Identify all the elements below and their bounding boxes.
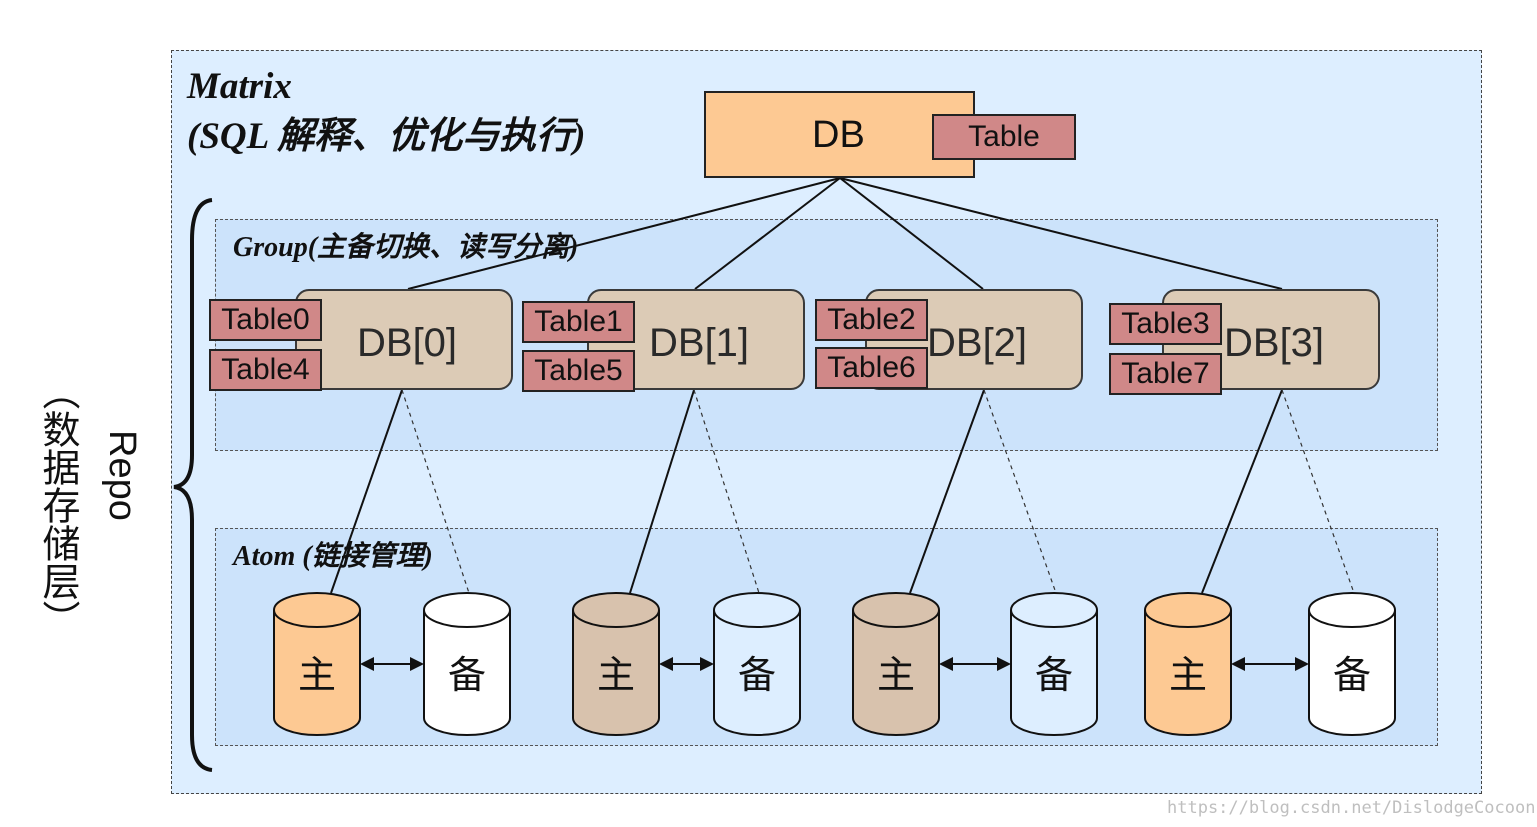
connector-primary-2 (909, 389, 985, 594)
standby-db-cylinder-1: 备 (713, 592, 801, 736)
connector-top-1 (694, 177, 841, 290)
repo-brace (173, 198, 213, 772)
primary-db-cylinder-0-label: 主 (298, 653, 336, 697)
primary-db-cylinder-3: 主 (1144, 592, 1232, 736)
primary-db-cylinder-0: 主 (273, 592, 361, 736)
table-tag: Table1 (522, 301, 635, 343)
standby-db-cylinder-0: 备 (423, 592, 511, 736)
connector-top-0 (407, 177, 841, 290)
table-tag: Table4 (209, 349, 322, 391)
standby-db-cylinder-1-label: 备 (738, 653, 776, 697)
db-group-label: DB[0] (357, 321, 458, 365)
atom-title: Atom (链接管理) (233, 541, 433, 572)
connector-standby-2 (983, 389, 1057, 594)
standby-db-cylinder-2: 备 (1010, 592, 1098, 736)
connector-standby-1 (693, 389, 760, 594)
top-db-box: DB (704, 91, 975, 178)
matrix-title: Matrix (187, 66, 292, 107)
standby-db-cylinder-3: 备 (1308, 592, 1396, 736)
db-group-label: DB[1] (649, 321, 750, 365)
table-tag: Table3 (1109, 303, 1222, 345)
replication-arrow-2 (939, 657, 1011, 671)
primary-db-cylinder-1: 主 (572, 592, 660, 736)
table-tag: Table2 (815, 299, 928, 341)
standby-db-cylinder-2-label: 备 (1035, 653, 1073, 697)
data-layer-label: （数据存储层） (36, 372, 80, 638)
connector-top-3 (839, 177, 1283, 290)
table-tag: Table6 (815, 347, 928, 389)
replication-arrow-3 (1231, 657, 1309, 671)
top-table-tag: Table (932, 114, 1076, 160)
table-tag: Table7 (1109, 353, 1222, 395)
replication-arrow-0 (360, 657, 424, 671)
replication-arrow-1 (659, 657, 714, 671)
connector-primary-3 (1201, 389, 1283, 594)
matrix-subtitle: (SQL 解释、优化与执行) (187, 116, 586, 157)
table-tag: Table0 (209, 299, 322, 341)
connector-primary-0 (330, 389, 403, 594)
connector-standby-3 (1281, 389, 1355, 594)
primary-db-cylinder-1-label: 主 (597, 653, 635, 697)
connector-standby-0 (401, 389, 470, 594)
primary-db-cylinder-2: 主 (852, 592, 940, 736)
top-db-label: DB (812, 114, 865, 156)
standby-db-cylinder-3-label: 备 (1333, 653, 1371, 697)
db-group-label: DB[3] (1224, 321, 1325, 365)
connector-primary-1 (629, 389, 695, 594)
repo-label: Repo (101, 430, 143, 521)
connector-top-2 (839, 177, 984, 290)
table-tag: Table5 (522, 350, 635, 392)
standby-db-cylinder-0-label: 备 (448, 653, 486, 697)
primary-db-cylinder-2-label: 主 (877, 653, 915, 697)
atom-panel (215, 528, 1438, 746)
db-group-label: DB[2] (927, 321, 1028, 365)
group-title: Group(主备切换、读写分离) (233, 232, 579, 263)
db-group-0: DB[0] (295, 289, 513, 390)
watermark: https://blog.csdn.net/DislodgeCocoon (1167, 798, 1536, 818)
primary-db-cylinder-3-label: 主 (1169, 653, 1207, 697)
